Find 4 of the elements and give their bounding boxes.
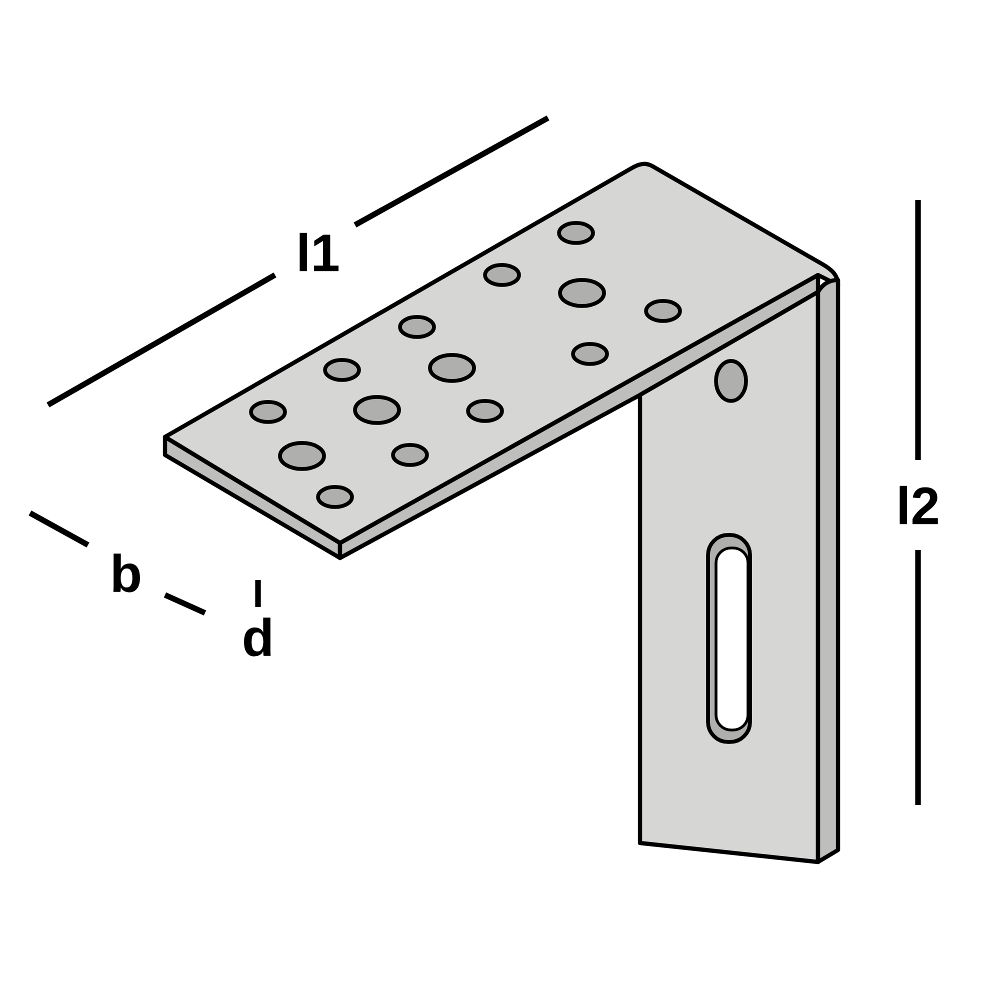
dimension-label: l2 [900,486,938,524]
dimension-label: d [244,618,271,656]
dimension-label: b [113,554,140,592]
dimension-label: l1 [300,232,339,272]
